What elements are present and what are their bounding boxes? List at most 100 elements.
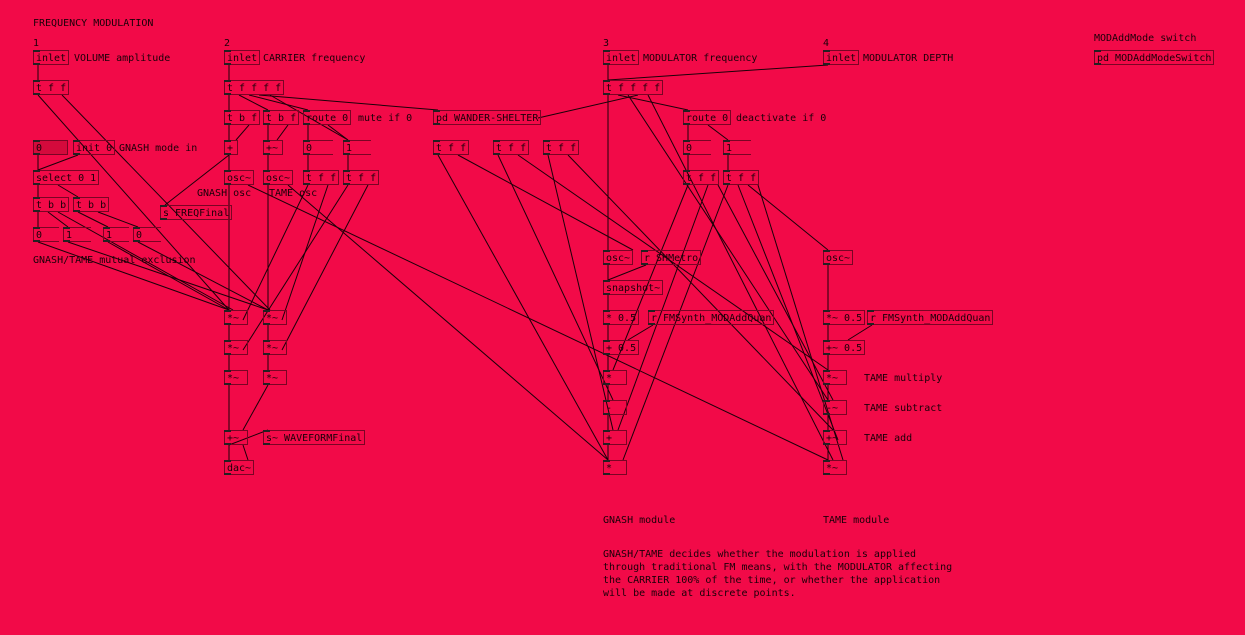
patch-cord[interactable] — [242, 184, 349, 351]
patch-cord[interactable] — [617, 184, 709, 431]
snapshot[interactable]: snapshot~ — [603, 280, 664, 295]
patch-cord[interactable] — [617, 94, 689, 111]
osc-tame[interactable]: osc~ — [263, 170, 294, 185]
patch-cord[interactable] — [67, 241, 269, 311]
patch-cord[interactable] — [248, 94, 309, 111]
patch-cord[interactable] — [537, 94, 639, 119]
tame-subtract[interactable]: -~ — [823, 400, 847, 415]
init-zero[interactable]: init 0 — [73, 140, 116, 155]
patch-cord[interactable] — [37, 241, 230, 311]
send-freqfinal[interactable]: s FREQFinal — [160, 205, 233, 220]
msg-mute-one[interactable]: 1 — [343, 140, 355, 155]
mul-half[interactable]: *~ 0.5 — [823, 310, 866, 325]
patch-cord[interactable] — [847, 324, 873, 341]
mul-tame-2[interactable]: *~ — [263, 340, 287, 355]
plus-carrier-1[interactable]: + — [224, 140, 238, 155]
patch-cord[interactable] — [497, 154, 614, 401]
patch-cord[interactable] — [37, 154, 79, 171]
patch-cord[interactable] — [258, 94, 439, 111]
gnash-star-2[interactable]: * — [603, 460, 627, 475]
patch-cord[interactable] — [281, 184, 369, 351]
msg-excl-1[interactable]: 1 — [63, 227, 75, 242]
send-waveform[interactable]: s~ WAVEFORMFinal — [263, 430, 366, 445]
patch-cord[interactable] — [327, 124, 349, 141]
trigger-wander-3[interactable]: t f f — [543, 140, 580, 155]
gnash-plus[interactable]: + — [603, 430, 627, 445]
patch-cord[interactable] — [137, 241, 269, 311]
patch-cord[interactable] — [707, 124, 729, 141]
trigger-modulator[interactable]: t f f f f — [603, 80, 664, 95]
gnash-star-1[interactable]: * — [603, 370, 627, 385]
trigger-carrier[interactable]: t f f f f — [224, 80, 285, 95]
patch-cord[interactable] — [276, 124, 289, 141]
msg-excl-0[interactable]: 0 — [33, 227, 45, 242]
trigger-select-2[interactable]: t b b — [73, 197, 110, 212]
patch-cord[interactable] — [607, 264, 647, 281]
osc-gnash[interactable]: osc~ — [224, 170, 255, 185]
patch-cord[interactable] — [77, 211, 109, 228]
inlet-volume[interactable]: inlet — [33, 50, 70, 65]
msg-excl-3[interactable]: 0 — [133, 227, 145, 242]
trigger-deactivate-1[interactable]: t f f — [683, 170, 720, 185]
msg-excl-2[interactable]: 1 — [103, 227, 115, 242]
msg-deactivate-one[interactable]: 1 — [723, 140, 735, 155]
route-mute[interactable]: route 0 — [303, 110, 352, 125]
patch-cord[interactable] — [242, 444, 249, 461]
patch-cord[interactable] — [97, 211, 139, 228]
number-gnash-mode[interactable]: 0 — [33, 140, 68, 155]
mul-tame-1[interactable]: *~ — [263, 310, 287, 325]
patch-cord[interactable] — [457, 154, 634, 251]
trigger-volume[interactable]: t f f — [33, 80, 70, 95]
mod-add-mode-switch[interactable]: pd MODAddModeSwitch — [1094, 50, 1215, 65]
patch-cord[interactable] — [287, 184, 609, 461]
trigger-tbf-1[interactable]: t b f — [224, 110, 261, 125]
mul-gnash-1[interactable]: *~ — [224, 310, 248, 325]
select-mode[interactable]: select 0 1 — [33, 170, 100, 185]
patch-cord[interactable] — [437, 154, 609, 461]
mul-gnash-2[interactable]: *~ — [224, 340, 248, 355]
patch-cord[interactable] — [747, 184, 829, 251]
plus-half[interactable]: + 0.5 — [603, 340, 640, 355]
patch-cord[interactable] — [47, 211, 69, 228]
patch-cord[interactable] — [235, 124, 250, 141]
star-half[interactable]: * 0.5 — [603, 310, 640, 325]
patch-cord[interactable] — [281, 184, 329, 321]
tame-multiply[interactable]: *~ — [823, 370, 847, 385]
trigger-wander-1[interactable]: t f f — [433, 140, 470, 155]
trigger-wander-2[interactable]: t f f — [493, 140, 530, 155]
trigger-deactivate-2[interactable]: t f f — [723, 170, 760, 185]
patch-cord[interactable] — [627, 324, 654, 341]
patch-cord[interactable] — [107, 241, 230, 311]
patch-cord[interactable] — [238, 94, 269, 111]
osc-tame-mod[interactable]: osc~ — [823, 250, 854, 265]
patch-cord[interactable] — [607, 64, 829, 81]
trigger-mute-2[interactable]: t f f — [343, 170, 380, 185]
trigger-select-1[interactable]: t b b — [33, 197, 70, 212]
patch-cord[interactable] — [242, 184, 309, 321]
receive-shmetro[interactable]: r SHMetro — [641, 250, 702, 265]
dac[interactable]: dac~ — [224, 460, 255, 475]
osc-gnash-mod[interactable]: osc~ — [603, 250, 634, 265]
patch-cord[interactable] — [242, 384, 269, 431]
inlet-carrier[interactable]: inlet — [224, 50, 261, 65]
receive-fm-addquan-1[interactable]: r FMSynth_MODAddQuan — [648, 310, 775, 325]
pd-wander-shelter[interactable]: pd WANDER-SHELTER — [433, 110, 542, 125]
patch-cord[interactable] — [717, 184, 834, 401]
trigger-mute-1[interactable]: t f f — [303, 170, 340, 185]
msg-deactivate-zero[interactable]: 0 — [683, 140, 695, 155]
patch-cord[interactable] — [57, 184, 79, 198]
inlet-modulator-depth[interactable]: inlet — [823, 50, 860, 65]
plus-tilde-carrier-2[interactable]: +~ — [263, 140, 283, 155]
trigger-tbf-2[interactable]: t b f — [263, 110, 300, 125]
plus-tilde-sum[interactable]: +~ — [224, 430, 248, 445]
plus-tilde-half[interactable]: +~ 0.5 — [823, 340, 866, 355]
gnash-minus[interactable]: - — [603, 400, 627, 415]
tame-add[interactable]: +~ — [823, 430, 847, 445]
msg-mute-zero[interactable]: 0 — [303, 140, 315, 155]
inlet-modulator-freq[interactable]: inlet — [603, 50, 640, 65]
receive-fm-addquan-2[interactable]: r FMSynth_MODAddQuan — [867, 310, 994, 325]
mul-tame-3[interactable]: *~ — [263, 370, 287, 385]
mul-gnash-3[interactable]: *~ — [224, 370, 248, 385]
tame-final-mul[interactable]: *~ — [823, 460, 847, 475]
